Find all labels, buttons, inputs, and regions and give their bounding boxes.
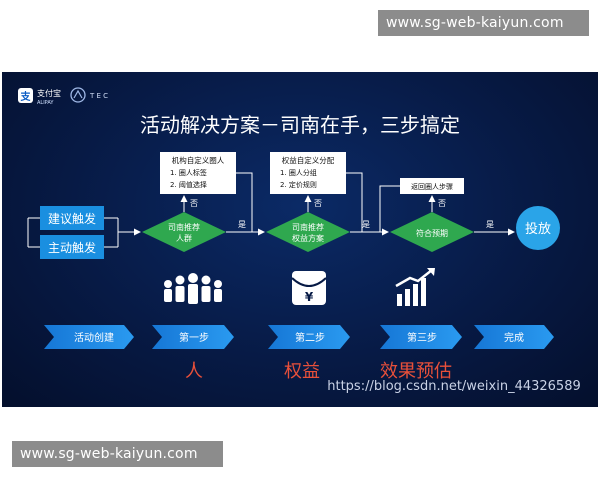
step-chevron-create	[44, 325, 134, 349]
launch-node	[516, 206, 560, 250]
yes-label-2: 是	[362, 220, 370, 229]
yes-label-1: 是	[238, 220, 246, 229]
people-icon	[164, 273, 222, 304]
step-chevron-done	[474, 325, 554, 349]
step-title-forecast: 效果预估	[380, 361, 452, 382]
custom-audience-title: 机构自定义圈人	[172, 155, 225, 165]
yes-label-3: 是	[486, 220, 494, 229]
red-envelope-icon: ¥	[291, 271, 327, 305]
step-label-done: 完成	[504, 331, 524, 344]
no-label-1: 否	[190, 199, 198, 208]
trigger-label-suggest: 建议触发	[48, 211, 96, 226]
custom-benefit-box	[270, 152, 346, 194]
decision-diamond-3	[390, 212, 474, 252]
alipay-logo-en: ALIPAY	[37, 100, 54, 106]
no-label-3: 否	[438, 199, 446, 208]
step-label-1: 第一步	[179, 331, 209, 344]
svg-text:¥: ¥	[305, 290, 314, 304]
trigger-connectors	[27, 217, 141, 248]
csdn-url-watermark: https://blog.csdn.net/weixin_44326589	[327, 379, 581, 394]
custom-audience-item-2: 2. 阈值选择	[170, 180, 207, 189]
step-chevron-3	[380, 325, 462, 349]
launch-node-label: 投放	[525, 221, 551, 237]
step-chevron-2	[268, 325, 350, 349]
svg-text:支: 支	[20, 90, 32, 103]
tec-logo: T E C	[70, 87, 108, 103]
custom-benefit-item-1: 1. 圈人分组	[280, 168, 317, 177]
slide: 支 支付宝 ALIPAY T E C 活动解决方案－司南在手，三步搞定 建议触发…	[2, 72, 598, 407]
trigger-box-active	[40, 235, 104, 259]
step-title-benefit: 权益	[284, 361, 320, 382]
step-label-3: 第三步	[407, 331, 437, 344]
custom-benefit-title: 权益自定义分配	[282, 155, 335, 165]
flow-diagram: 支 支付宝 ALIPAY T E C 活动解决方案－司南在手，三步搞定 建议触发…	[18, 87, 581, 394]
return-audience-label: 返回圈人步骤	[411, 182, 453, 191]
step-title-people: 人	[185, 361, 203, 382]
decision-2-line2: 权益方案	[292, 233, 324, 243]
step-label-create: 活动创建	[74, 331, 114, 344]
decision-2-line1: 司南推荐	[292, 222, 324, 232]
tec-logo-text: T E C	[89, 92, 108, 100]
growth-chart-icon	[395, 268, 435, 306]
trigger-label-active: 主动触发	[48, 240, 96, 255]
decision-3-label: 符合预期	[416, 228, 448, 238]
decision-1-line1: 司南推荐	[168, 222, 200, 232]
trigger-box-suggest	[40, 206, 104, 230]
no-label-2: 否	[314, 199, 322, 208]
watermark-top: www.sg-web-kaiyun.com	[378, 10, 589, 36]
alipay-logo-cn: 支付宝	[37, 88, 61, 98]
watermark-bottom: www.sg-web-kaiyun.com	[12, 441, 223, 467]
step-label-2: 第二步	[295, 331, 325, 344]
step-bar	[44, 325, 554, 349]
step-chevron-1	[152, 325, 234, 349]
custom-audience-item-1: 1. 圈人标签	[170, 168, 207, 177]
alipay-logo: 支 支付宝 ALIPAY	[18, 88, 61, 106]
return-audience-box	[400, 178, 464, 194]
decision-diamond-1	[142, 212, 226, 252]
decision-diamond-2	[266, 212, 350, 252]
custom-audience-box	[160, 152, 236, 194]
decision-1-line2: 人群	[176, 233, 192, 243]
slide-title: 活动解决方案－司南在手，三步搞定	[140, 113, 460, 137]
custom-benefit-item-2: 2. 定价规则	[280, 180, 317, 189]
